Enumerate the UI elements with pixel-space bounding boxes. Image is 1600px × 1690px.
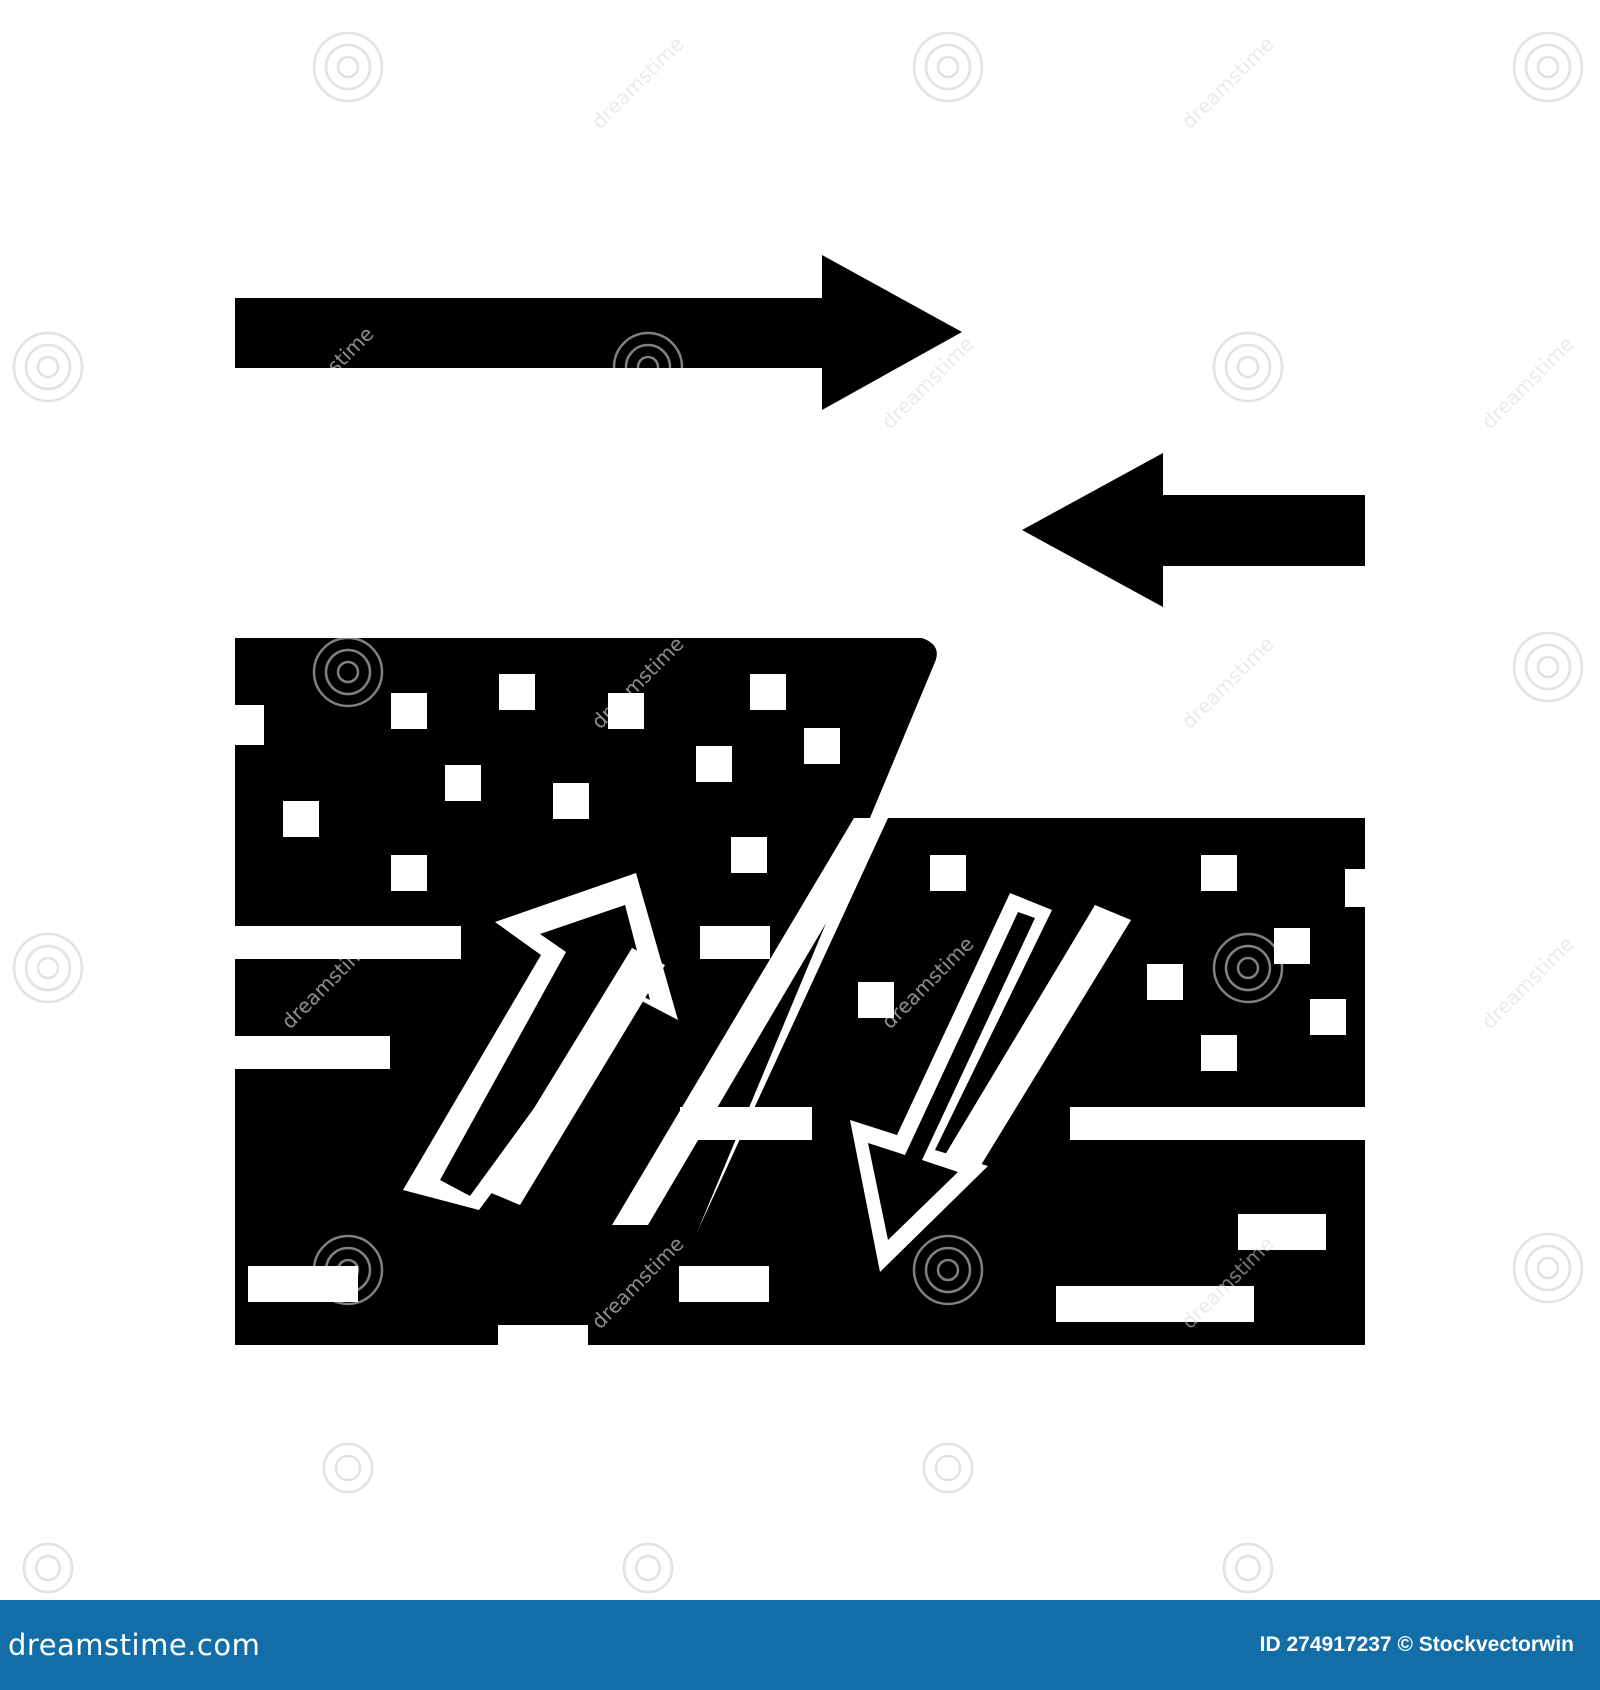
footer-bar: dreamstime.com ID 274917237 © Stockvecto… bbox=[0, 1600, 1600, 1690]
footer-credit: ID 274917237 © Stockvectorwin bbox=[1260, 1633, 1574, 1657]
watermark-spirals bbox=[12, 31, 1584, 1594]
left-rock-block bbox=[235, 638, 937, 1345]
watermark-text: dreamstime bbox=[1177, 32, 1279, 134]
watermark-text: dreamstime bbox=[1177, 632, 1279, 734]
right-arrow-icon bbox=[235, 255, 962, 410]
down-arrow-outline-icon bbox=[850, 893, 1052, 1272]
image-id: ID 274917237 bbox=[1259, 1633, 1392, 1656]
left-arrow-icon bbox=[1022, 453, 1365, 607]
watermark-text: dreamstime bbox=[587, 32, 689, 134]
right-strata-lines bbox=[1056, 869, 1370, 1322]
author-name[interactable]: Stockvectorwin bbox=[1418, 1633, 1574, 1656]
bottom-strata-lines bbox=[248, 1266, 769, 1350]
watermark-text: dreamstime bbox=[1477, 332, 1579, 434]
footer-brand[interactable]: dreamstime.com bbox=[8, 1628, 261, 1662]
up-arrow-shaft bbox=[484, 948, 665, 1205]
left-strata-lines bbox=[230, 705, 812, 1140]
up-arrow-outline-icon bbox=[403, 873, 678, 1210]
fault-icon-artwork: dreamstime dreamstime dreamstime dreamst… bbox=[12, 31, 1584, 1594]
left-texture-dots bbox=[283, 674, 840, 891]
down-arrow-shaft bbox=[945, 905, 1131, 1170]
watermark-text: dreamstime bbox=[1477, 932, 1579, 1034]
right-texture-dots bbox=[858, 855, 1346, 1071]
copyright-icon: © bbox=[1397, 1633, 1413, 1656]
